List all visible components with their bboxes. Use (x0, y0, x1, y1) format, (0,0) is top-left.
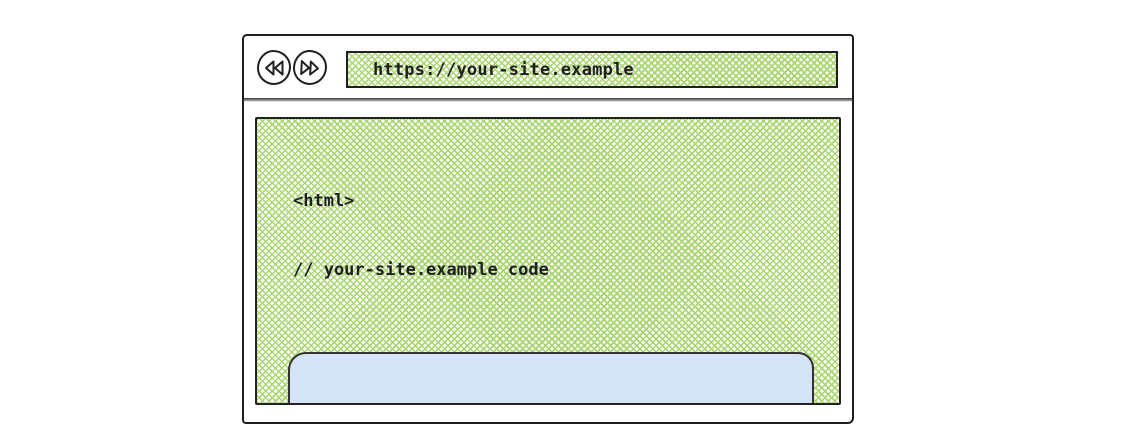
code-line-html: <html> (293, 191, 355, 211)
page-content: <html> // your-site.example code <iframe… (255, 117, 841, 405)
browser-toolbar: https://your-site.example (244, 36, 852, 98)
trusted-iframe-box: <iframe src="https://trusted-site.exampl… (288, 352, 814, 403)
fast-forward-icon (299, 58, 322, 77)
forward-button[interactable] (292, 49, 328, 86)
address-bar-url: https://your-site.example (373, 59, 634, 80)
back-button[interactable] (257, 50, 291, 85)
address-bar[interactable]: https://your-site.example (346, 51, 838, 88)
toolbar-separator (244, 98, 852, 102)
rewind-icon (263, 59, 285, 77)
browser-window: https://your-site.example <html> // your… (242, 34, 854, 424)
page-source-code: <html> // your-site.example code (293, 144, 839, 328)
code-line-comment: // your-site.example code (293, 260, 549, 280)
